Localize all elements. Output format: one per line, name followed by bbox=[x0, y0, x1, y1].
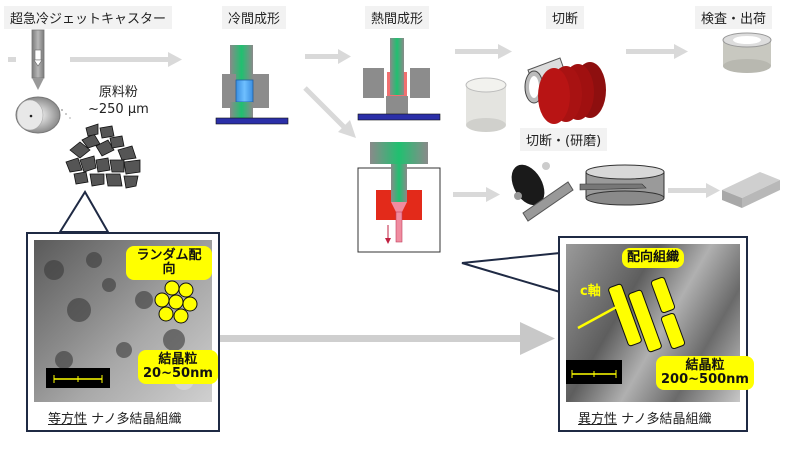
anisotropic-caption: 異方性 ナノ多結晶組織 bbox=[578, 408, 712, 427]
isotropic-grain-size-badge: 結晶粒 20~50nm bbox=[138, 350, 218, 384]
hot-forming-illustration bbox=[357, 38, 441, 121]
random-orientation-icon bbox=[154, 280, 198, 324]
arrow-1 bbox=[70, 57, 170, 62]
connector-arrow-head bbox=[520, 322, 555, 355]
jet-caster-illustration bbox=[15, 29, 71, 134]
arrow-1-head bbox=[168, 52, 182, 67]
left-callout-tail bbox=[58, 190, 110, 233]
connector-arrow bbox=[216, 335, 526, 342]
arrow-0 bbox=[8, 57, 16, 62]
grinding-disk-illustration bbox=[579, 164, 665, 206]
isotropic-caption: 等方性 ナノ多結晶組織 bbox=[48, 408, 182, 427]
powder-label: 原料粉 ~250 μm bbox=[88, 84, 149, 118]
arrow-2 bbox=[305, 54, 340, 59]
step-label-hot-forming: 熱間成形 bbox=[365, 6, 430, 29]
oriented-grains-icon bbox=[608, 276, 686, 353]
caption-rest: ナノ多結晶組織 bbox=[617, 412, 712, 427]
isotropic-micrograph: ランダム配向 結晶粒 20~50nm bbox=[34, 240, 218, 402]
powder-name: 原料粉 bbox=[98, 85, 138, 100]
step-label-cold-forming: 冷間成形 bbox=[222, 6, 287, 29]
final-ring-illustration bbox=[722, 32, 772, 73]
caption-keyword: 異方性 bbox=[578, 412, 618, 427]
arrow-5 bbox=[453, 192, 488, 197]
anisotropic-panel: 配向組織 c軸 結晶粒 200~500nm 異方性 ナノ多結晶組織 bbox=[558, 236, 754, 432]
anisotropic-micrograph: 配向組織 c軸 結晶粒 200~500nm bbox=[566, 244, 754, 402]
arrow-6-head bbox=[706, 183, 720, 198]
c-axis-label: c軸 bbox=[580, 284, 601, 299]
cutting-tool-illustration bbox=[511, 162, 574, 222]
isotropic-panel: ランダム配向 結晶粒 20~50nm 等方性 ナノ多結晶組織 bbox=[26, 232, 220, 432]
grain-title: 結晶粒 bbox=[685, 358, 725, 373]
cold-forming-illustration bbox=[215, 45, 289, 125]
arrow-diag bbox=[303, 86, 347, 130]
caption-rest: ナノ多結晶組織 bbox=[87, 412, 182, 427]
right-callout-tail bbox=[461, 251, 561, 294]
random-orientation-label: ランダム配向 bbox=[126, 246, 212, 280]
c-axis-arrow bbox=[577, 302, 623, 330]
arrow-3-head bbox=[498, 44, 512, 59]
hot-extrusion-illustration bbox=[357, 142, 441, 253]
step-label-inspection-shipping: 検査・出荷 bbox=[695, 6, 773, 29]
grain-size: 20~50nm bbox=[143, 366, 213, 381]
oriented-structure-label: 配向組織 bbox=[622, 248, 685, 268]
oriented-grain-overlay bbox=[566, 276, 686, 384]
anisotropic-grain-size-badge: 結晶粒 200~500nm bbox=[656, 356, 754, 390]
grain-title: 結晶粒 bbox=[158, 352, 198, 367]
arrow-4-head bbox=[674, 44, 688, 59]
arrow-6 bbox=[668, 188, 708, 193]
arrow-5-head bbox=[486, 187, 500, 202]
step-label-cutting: 切断 bbox=[546, 6, 585, 29]
powder-pile-illustration bbox=[65, 123, 141, 189]
step-label-jet-caster: 超急冷ジェットキャスター bbox=[4, 6, 173, 29]
grain-size: 200~500nm bbox=[661, 372, 749, 387]
arrow-3 bbox=[455, 49, 500, 54]
flow-arrows bbox=[8, 44, 720, 355]
cylinder-illustration bbox=[465, 77, 507, 132]
powder-size: ~250 μm bbox=[88, 102, 149, 117]
caption-keyword: 等方性 bbox=[48, 412, 88, 427]
arrow-diag-head bbox=[338, 120, 356, 138]
cut-magnet-illustration bbox=[524, 57, 606, 124]
grain-overlay bbox=[44, 252, 198, 390]
step-label-cutting-polishing: 切断・(研磨) bbox=[520, 128, 608, 151]
final-block-illustration bbox=[722, 172, 780, 208]
arrow-2-head bbox=[338, 49, 351, 64]
arrow-4 bbox=[626, 49, 676, 54]
